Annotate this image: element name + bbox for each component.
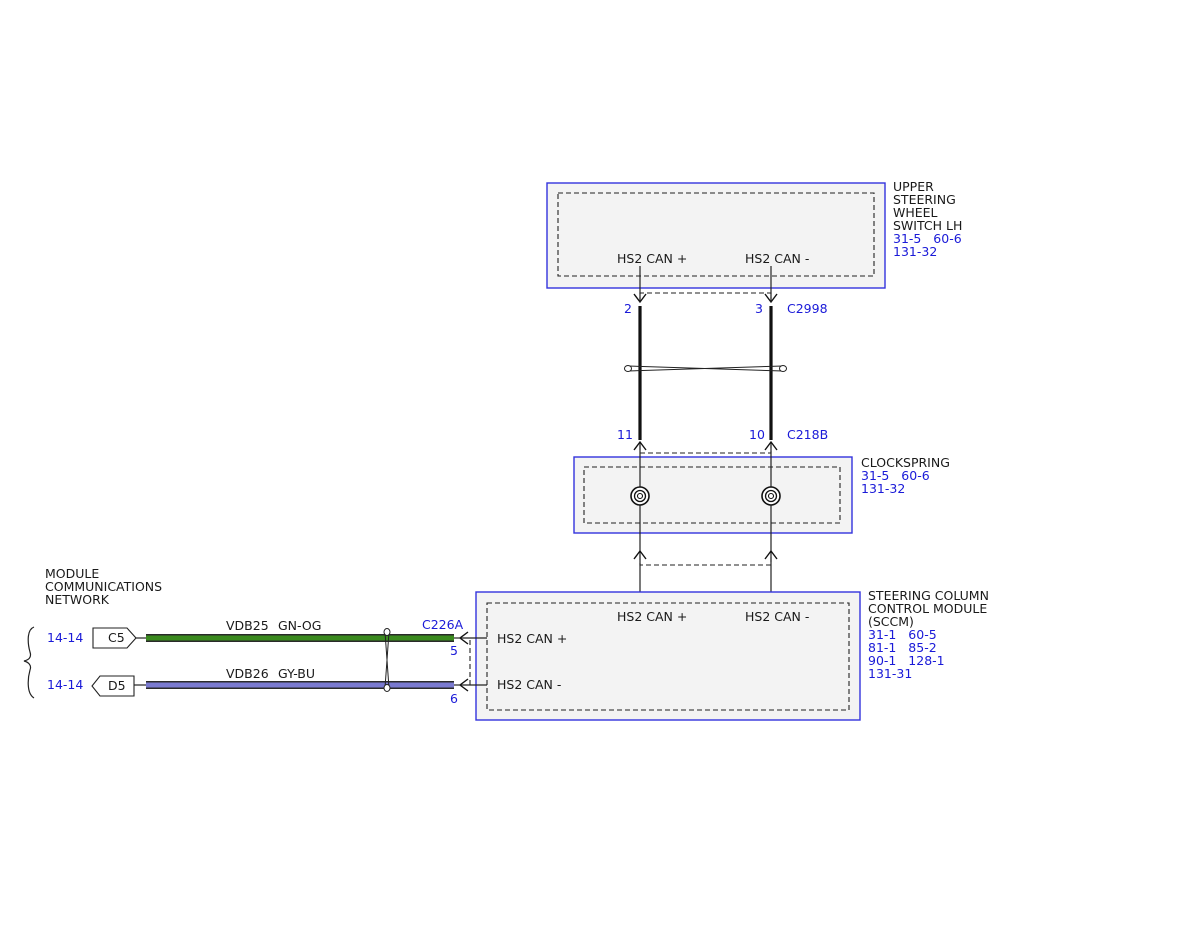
upper-steering-wheel-switch-module[interactable]: HS2 CAN + HS2 CAN - xyxy=(546,182,886,289)
upper-switch-name-line-2: STEERING xyxy=(893,192,956,207)
upper-switch-name-line-1: UPPER xyxy=(893,179,934,194)
network-row-2-ref[interactable]: 14-14 xyxy=(47,677,83,692)
wire-vdb26-color-code: GY-BU xyxy=(278,666,315,681)
upper-switch-inner-box xyxy=(557,192,875,277)
c218b-pin-11-icon xyxy=(633,440,647,451)
network-label: MODULE COMMUNICATIONS NETWORK xyxy=(45,566,162,607)
connector-clockspring-sccm[interactable] xyxy=(633,549,778,566)
clockspring-coil-icon-minus xyxy=(761,486,781,506)
network-brace xyxy=(23,626,35,699)
sccm-module[interactable]: HS2 CAN + HS2 CAN - HS2 CAN + HS2 CAN - xyxy=(475,591,861,721)
c226a-pin-6-number: 6 xyxy=(450,691,458,706)
clockspring-sccm-pin-minus-icon xyxy=(764,549,778,560)
clockspring-module[interactable] xyxy=(573,456,853,534)
c218b-connector-name[interactable]: C218B xyxy=(787,427,828,442)
clockspring-label: CLOCKSPRING 31-5 60-6 131-32 xyxy=(861,455,950,496)
clockspring-outer-box xyxy=(573,456,853,534)
c218b-pin-11-number: 11 xyxy=(617,427,633,442)
network-title-line-3: NETWORK xyxy=(45,592,110,607)
c218b-pin-10-icon xyxy=(764,440,778,451)
network-title-line-2: COMMUNICATIONS xyxy=(45,579,162,594)
clockspring-ref-1[interactable]: 31-5 60-6 xyxy=(861,468,930,483)
twisted-pair-icon xyxy=(624,365,787,372)
network-row-d5[interactable]: 14-14 D5 VDB26 GY-BU xyxy=(47,666,454,697)
sccm-ref-1[interactable]: 31-1 60-5 xyxy=(868,627,937,642)
connector-c218b[interactable]: 11 10 C218B xyxy=(617,427,828,454)
c218b-pin-10-number: 10 xyxy=(749,427,765,442)
c2998-pin-3-number: 3 xyxy=(755,301,763,316)
sccm-outer-box xyxy=(475,591,861,721)
wire-vdb25-color-code: GN-OG xyxy=(278,618,321,633)
sccm-label: STEERING COLUMN CONTROL MODULE (SCCM) 31… xyxy=(868,588,989,681)
sccm-ref-4[interactable]: 131-31 xyxy=(868,666,912,681)
sccm-name-line-2: CONTROL MODULE xyxy=(868,601,987,616)
sccm-pin-label-top-minus: HS2 CAN - xyxy=(745,609,809,624)
c2998-connector-outline xyxy=(639,292,772,302)
sccm-pin-label-left-plus: HS2 CAN + xyxy=(497,631,567,646)
wire-vdb25[interactable] xyxy=(146,635,454,641)
clockspring-sccm-connector-outline xyxy=(639,555,772,566)
upper-switch-pin-label-plus: HS2 CAN + xyxy=(617,251,687,266)
wire-vdb25-circuit: VDB25 xyxy=(226,618,269,633)
wire-vdb26-circuit: VDB26 xyxy=(226,666,269,681)
upper-switch-ref-1[interactable]: 31-5 60-6 xyxy=(893,231,962,246)
upper-switch-name-line-4: SWITCH LH xyxy=(893,218,962,233)
network-row-c5[interactable]: 14-14 C5 VDB25 GN-OG xyxy=(47,618,454,649)
c2998-connector-name[interactable]: C2998 xyxy=(787,301,828,316)
network-title-line-1: MODULE xyxy=(45,566,99,581)
sccm-ref-3[interactable]: 90-1 128-1 xyxy=(868,653,945,668)
clockspring-inner-box xyxy=(583,466,841,524)
c226a-pin-5-number: 5 xyxy=(450,643,458,658)
network-twisted-pair-icon xyxy=(383,628,391,692)
clockspring-ref-2[interactable]: 131-32 xyxy=(861,481,905,496)
clockspring-coil-icon-plus xyxy=(630,486,650,506)
clockspring-name: CLOCKSPRING xyxy=(861,455,950,470)
sccm-ref-2[interactable]: 81-1 85-2 xyxy=(868,640,937,655)
upper-switch-label: UPPER STEERING WHEEL SWITCH LH 31-5 60-6… xyxy=(893,179,962,259)
clockspring-sccm-pin-plus-icon xyxy=(633,549,647,560)
upper-switch-name-line-3: WHEEL xyxy=(893,205,938,220)
network-row-2-connector: D5 xyxy=(108,678,126,693)
sccm-pin-label-left-minus: HS2 CAN - xyxy=(497,677,561,692)
upper-switch-ref-2[interactable]: 131-32 xyxy=(893,244,937,259)
network-row-1-connector: C5 xyxy=(108,630,125,645)
upper-switch-pin-label-minus: HS2 CAN - xyxy=(745,251,809,266)
connector-c5-tag-icon xyxy=(92,627,137,649)
network-row-1-ref[interactable]: 14-14 xyxy=(47,630,83,645)
c226a-connector-name[interactable]: C226A xyxy=(422,617,464,632)
sccm-inner-box xyxy=(486,602,850,711)
c2998-pin-2-number: 2 xyxy=(624,301,632,316)
c226a-connector-outline xyxy=(464,637,471,686)
upper-switch-outer-box xyxy=(546,182,886,289)
connector-d5-tag-icon xyxy=(91,675,135,697)
connector-c2998[interactable]: 2 3 C2998 xyxy=(624,292,828,316)
sccm-name-line-1: STEERING COLUMN xyxy=(868,588,989,603)
c218b-connector-outline xyxy=(639,445,772,454)
connector-c226a[interactable]: C226A 5 6 xyxy=(422,617,471,706)
wire-vdb26[interactable] xyxy=(146,682,454,688)
sccm-pin-label-top-plus: HS2 CAN + xyxy=(617,609,687,624)
sccm-name-line-3: (SCCM) xyxy=(868,614,914,629)
